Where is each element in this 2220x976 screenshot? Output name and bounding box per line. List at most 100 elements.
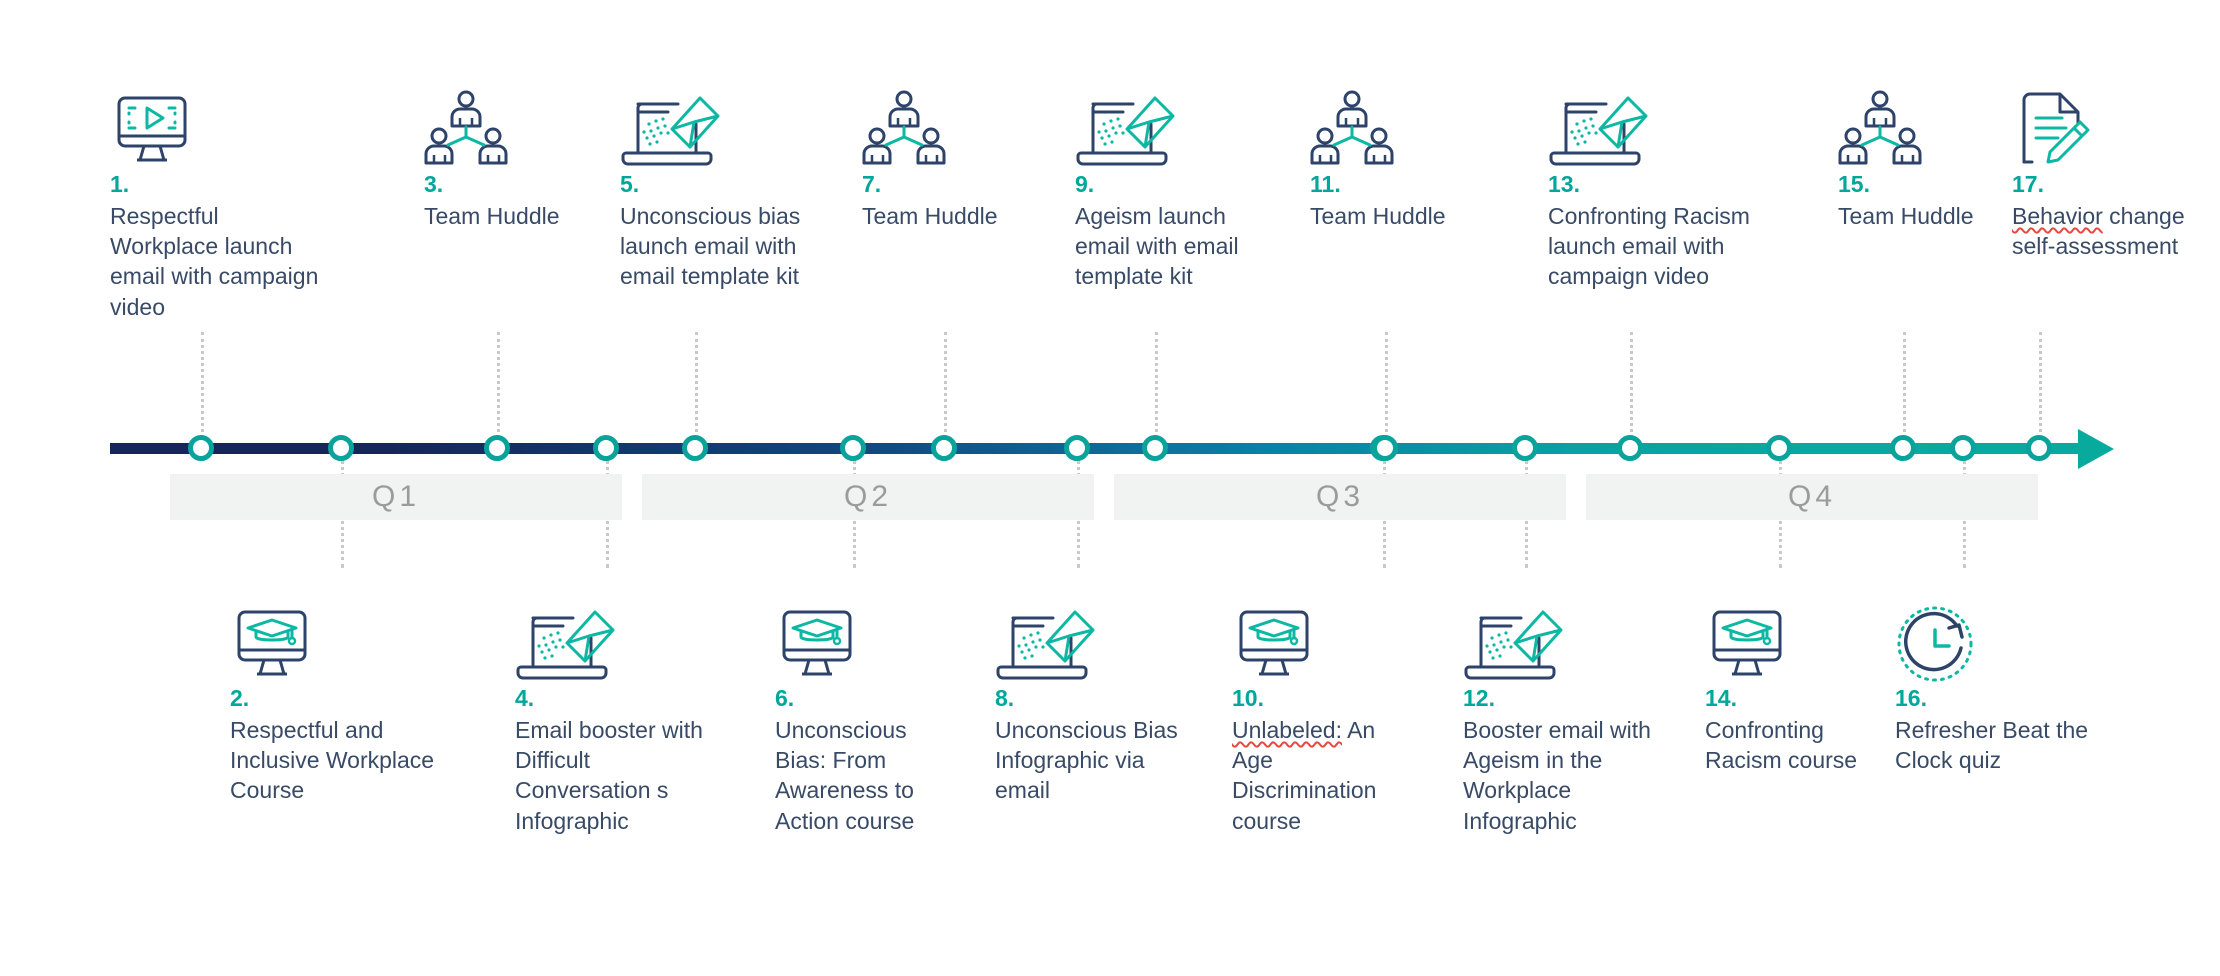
timeline-item-11[interactable]: 11.Team Huddle bbox=[1310, 78, 1500, 231]
connector-line bbox=[695, 332, 698, 438]
team-huddle-icon bbox=[424, 78, 614, 170]
quarter-band-4: Q4 bbox=[1586, 474, 2038, 520]
clock-refresh-icon bbox=[1895, 592, 2110, 684]
spellcheck-word: Unlabeled: bbox=[1232, 716, 1342, 743]
item-number: 2. bbox=[230, 685, 250, 711]
timeline-item-2[interactable]: 2. Respectful and Inclusive Workplace Cou… bbox=[230, 592, 455, 806]
timeline-item-10[interactable]: 10. Unlabeled: An Age Discrimination cour… bbox=[1232, 592, 1382, 836]
timeline-item-3[interactable]: 3. Team Huddle bbox=[424, 78, 614, 231]
laptop-envelope-icon bbox=[1463, 592, 1663, 684]
item-label: Confronting Racism launch email with cam… bbox=[1548, 202, 1750, 290]
item-number: 8. bbox=[995, 685, 1015, 711]
connector-line bbox=[1155, 332, 1158, 438]
timeline-item-14[interactable]: 14. Confronting Racism course bbox=[1705, 592, 1875, 775]
timeline-node-8[interactable] bbox=[1064, 435, 1090, 461]
connector-line bbox=[1630, 332, 1633, 438]
item-number: 12. bbox=[1463, 685, 1495, 711]
item-label: Team Huddle bbox=[862, 202, 998, 229]
monitor-grad-cap-icon bbox=[1705, 592, 1875, 684]
item-label-rest: change self-assessment bbox=[2012, 202, 2185, 260]
item-number: 16. bbox=[1895, 685, 1927, 711]
item-number: 10. bbox=[1232, 685, 1264, 711]
monitor-grad-cap-icon bbox=[1232, 592, 1382, 684]
item-label: Unconscious bias launch email with email… bbox=[620, 202, 801, 290]
connector-line bbox=[497, 332, 500, 438]
item-number: 9. bbox=[1075, 171, 1095, 197]
item-label: Unconscious Bias: From Awareness to Acti… bbox=[775, 716, 915, 834]
item-label: Team Huddle bbox=[424, 202, 560, 229]
item-number: 17. bbox=[2012, 171, 2044, 197]
spellcheck-word: Behavior bbox=[2012, 202, 2103, 229]
item-number: 4. bbox=[515, 685, 535, 711]
arrow-right-icon bbox=[2078, 429, 2114, 469]
timeline-node-9[interactable] bbox=[1142, 435, 1168, 461]
quarter-band-2: Q2 bbox=[642, 474, 1094, 520]
timeline-item-17[interactable]: 17. Behavior change self-assessment bbox=[2012, 78, 2220, 261]
item-number: 1. bbox=[110, 171, 130, 197]
item-label: Confronting Racism course bbox=[1705, 716, 1858, 774]
item-number: 15. bbox=[1838, 171, 1870, 197]
timeline-item-15[interactable]: 15. Team Huddle bbox=[1838, 78, 2028, 231]
timeline-item-16[interactable]: 16. Refresher Beat the Clock quiz bbox=[1895, 592, 2110, 775]
timeline-item-4[interactable]: 4. Email booster with Difficult Conversat… bbox=[515, 592, 730, 836]
item-label: Unconscious Bias Infographic via email bbox=[995, 716, 1178, 804]
quarter-label: Q1 bbox=[371, 480, 421, 513]
monitor-play-icon bbox=[110, 78, 325, 170]
timeline-item-7[interactable]: 7. Team Huddle bbox=[862, 78, 1052, 231]
monitor-grad-cap-icon bbox=[775, 592, 950, 684]
timeline-node-15[interactable] bbox=[1890, 435, 1916, 461]
item-label: Team Huddle bbox=[1838, 202, 1974, 229]
laptop-envelope-icon bbox=[1548, 78, 1758, 170]
item-label: Respectful and Inclusive Workplace Cours… bbox=[230, 716, 435, 804]
item-label: Respectful Workplace launch email with c… bbox=[110, 202, 319, 320]
timeline-node-7[interactable] bbox=[931, 435, 957, 461]
timeline-node-1[interactable] bbox=[188, 435, 214, 461]
laptop-envelope-icon bbox=[995, 592, 1205, 684]
connector-line bbox=[1385, 332, 1388, 438]
laptop-envelope-icon bbox=[620, 78, 815, 170]
connector-line bbox=[201, 332, 204, 438]
document-pencil-icon bbox=[2012, 78, 2220, 170]
timeline-item-5[interactable]: 5. Unconscious bias launch email with ema… bbox=[620, 78, 815, 292]
item-number: 11. bbox=[1310, 171, 1341, 197]
team-huddle-icon bbox=[1310, 78, 1500, 170]
timeline-item-6[interactable]: 6. Unconscious Bias: From Awareness to Ac… bbox=[775, 592, 950, 836]
timeline-item-13[interactable]: 13. Confronting Racism launch email with … bbox=[1548, 78, 1758, 292]
item-label: Email booster with Difficult Conversatio… bbox=[515, 716, 703, 834]
quarter-label: Q3 bbox=[1315, 480, 1365, 513]
timeline-node-5[interactable] bbox=[682, 435, 708, 461]
timeline-item-1[interactable]: 1. Respectful Workplace launch email with… bbox=[110, 78, 325, 322]
item-number: 5. bbox=[620, 171, 640, 197]
item-number: 7. bbox=[862, 171, 882, 197]
item-number: 6. bbox=[775, 685, 795, 711]
quarter-label: Q4 bbox=[1787, 480, 1837, 513]
timeline-node-12[interactable] bbox=[1512, 435, 1538, 461]
item-label-rest: An Age Discrimination course bbox=[1232, 716, 1377, 834]
timeline-item-12[interactable]: 12. Booster email with Ageism in the Work… bbox=[1463, 592, 1663, 836]
item-label: Refresher Beat the Clock quiz bbox=[1895, 716, 2089, 774]
item-label: Ageism launch email with email template … bbox=[1075, 202, 1239, 290]
item-number: 13. bbox=[1548, 171, 1580, 197]
team-huddle-icon bbox=[1838, 78, 2028, 170]
timeline-node-17[interactable] bbox=[2026, 435, 2052, 461]
timeline-node-3[interactable] bbox=[484, 435, 510, 461]
item-label: Booster email with Ageism in the Workpla… bbox=[1463, 716, 1651, 834]
timeline-item-8[interactable]: 8. Unconscious Bias Infographic via email bbox=[995, 592, 1205, 806]
timeline-node-16[interactable] bbox=[1950, 435, 1976, 461]
connector-line bbox=[944, 332, 947, 438]
timeline-node-6[interactable] bbox=[840, 435, 866, 461]
item-label: Behavior change self-assessment bbox=[2012, 201, 2220, 262]
timeline-node-4[interactable] bbox=[593, 435, 619, 461]
connector-line bbox=[2039, 332, 2042, 438]
timeline-item-9[interactable]: 9. Ageism launch email with email templat… bbox=[1075, 78, 1265, 292]
timeline-node-2[interactable] bbox=[328, 435, 354, 461]
item-number: 14. bbox=[1705, 685, 1737, 711]
timeline-node-13[interactable] bbox=[1617, 435, 1643, 461]
laptop-envelope-icon bbox=[1075, 78, 1265, 170]
item-number: 3. bbox=[424, 171, 444, 197]
timeline-node-11[interactable] bbox=[1372, 435, 1398, 461]
item-label: Unlabeled: An Age Discrimination course bbox=[1232, 715, 1382, 836]
timeline-node-14[interactable] bbox=[1766, 435, 1792, 461]
connector-line bbox=[1903, 332, 1906, 438]
